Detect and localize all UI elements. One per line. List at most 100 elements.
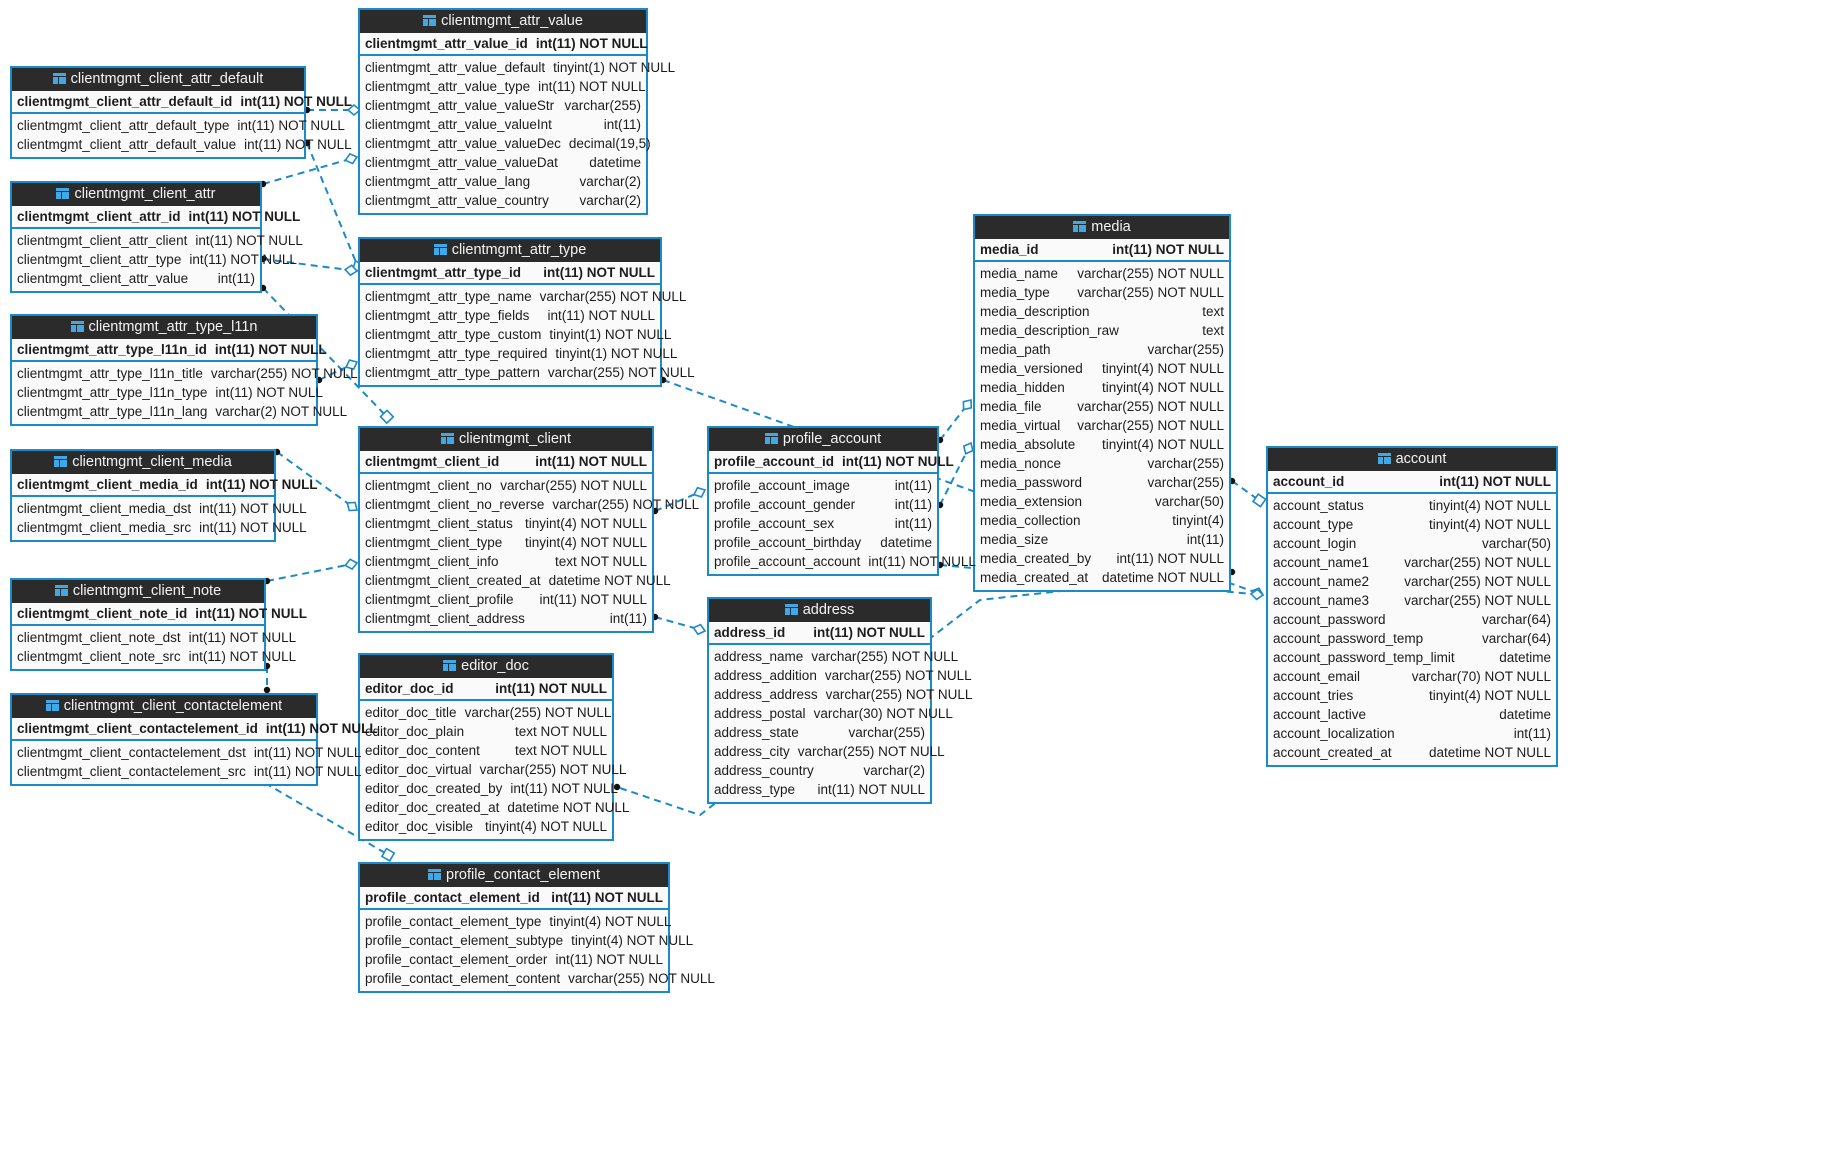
table-header-address[interactable]: address <box>709 599 930 622</box>
table-header-clientmgmt_client_attr_default[interactable]: clientmgmt_client_attr_default <box>12 68 304 91</box>
table-header-profile_account[interactable]: profile_account <box>709 428 937 451</box>
table-header-clientmgmt_client[interactable]: clientmgmt_client <box>360 428 652 451</box>
table-header-clientmgmt_client_contactelement[interactable]: clientmgmt_client_contactelement <box>12 695 316 718</box>
table-header-clientmgmt_client_media[interactable]: clientmgmt_client_media <box>12 451 274 474</box>
table-clientmgmt_client_attr[interactable]: clientmgmt_client_attr clientmgmt_client_… <box>10 181 303 293</box>
table-header-clientmgmt_attr_value[interactable]: clientmgmt_attr_value <box>360 10 646 33</box>
table-clientmgmt_client_attr_default[interactable]: clientmgmt_client_attr_default clientmgmt… <box>10 66 352 159</box>
table-header-media[interactable]: media <box>975 216 1229 239</box>
table-header-clientmgmt_attr_type[interactable]: clientmgmt_attr_type <box>360 239 660 262</box>
table-header-clientmgmt_client_attr[interactable]: clientmgmt_client_attr <box>12 183 260 206</box>
